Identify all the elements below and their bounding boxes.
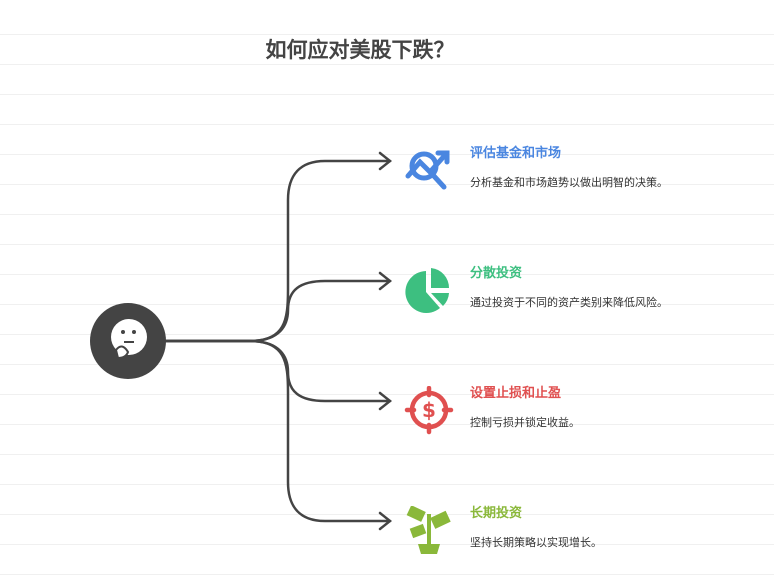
thinking-face-icon xyxy=(90,303,166,379)
branch-title: 分散投资 xyxy=(470,266,523,281)
branch-title: 评估基金和市场 xyxy=(470,146,562,161)
branch-evaluate: 评估基金和市场 分析基金和市场趋势以做出明智的决策。 xyxy=(404,146,764,210)
branch-title: 长期投资 xyxy=(470,506,523,521)
connector-2 xyxy=(164,279,392,343)
pie-chart-icon xyxy=(405,268,450,313)
branch-longterm: 长期投资 坚持长期策略以实现增长。 xyxy=(404,506,764,570)
dollar-target-icon: $ xyxy=(404,386,454,435)
branch-desc: 分析基金和市场趋势以做出明智的决策。 xyxy=(470,176,668,189)
branch-title: 设置止损和止盈 xyxy=(470,386,562,401)
branch-stoploss: $ 设置止损和止盈 控制亏损并锁定收益。 xyxy=(404,386,764,450)
chart-search-icon xyxy=(405,150,450,190)
branch-desc: 坚持长期策略以实现增长。 xyxy=(470,536,602,549)
svg-text:$: $ xyxy=(422,398,436,422)
branch-diversify: 分散投资 通过投资于不同的资产类别来降低风险。 xyxy=(404,266,764,330)
connector-1 xyxy=(164,159,392,343)
money-plant-icon xyxy=(406,506,451,554)
branch-desc: 控制亏损并锁定收益。 xyxy=(470,416,580,429)
connector-4 xyxy=(164,339,392,523)
page-title: 如何应对美股下跌？ xyxy=(265,37,455,62)
branch-desc: 通过投资于不同的资产类别来降低风险。 xyxy=(470,296,668,309)
